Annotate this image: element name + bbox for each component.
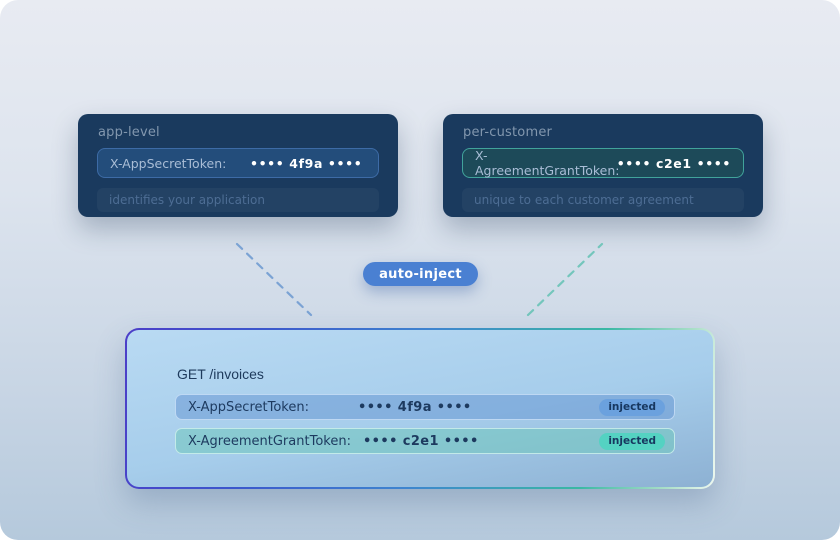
request-header-row-app-secret[interactable]: X-AppSecretToken: •••• 4f9a •••• injecte… xyxy=(175,394,675,420)
injected-badge-blue: injected xyxy=(599,398,665,416)
app-secret-token-label: X-AppSecretToken: xyxy=(110,155,227,171)
agreement-grant-token-masked-value: •••• c2e1 •••• xyxy=(616,155,731,171)
connector-left-line xyxy=(235,242,313,317)
request-app-secret-masked-value: •••• 4f9a •••• xyxy=(358,399,472,415)
request-title: GET /invoices xyxy=(177,366,264,382)
request-agreement-grant-masked-value: •••• c2e1 •••• xyxy=(362,433,479,449)
request-app-secret-label: X-AppSecretToken: xyxy=(188,399,309,415)
per-customer-caption-text: unique to each customer agreement xyxy=(474,193,694,207)
request-header-row-agreement-grant[interactable]: X-AgreementGrantToken: •••• c2e1 •••• in… xyxy=(175,428,675,454)
auto-inject-button[interactable]: auto-inject xyxy=(363,262,478,286)
app-level-caption-text: identifies your application xyxy=(109,193,265,207)
app-secret-token-field[interactable]: X-AppSecretToken: •••• 4f9a •••• xyxy=(97,148,379,178)
app-level-card: app-level X-AppSecretToken: •••• 4f9a ••… xyxy=(78,114,398,217)
connector-right-line xyxy=(526,242,604,317)
app-secret-token-masked-value: •••• 4f9a •••• xyxy=(250,155,363,171)
request-card-border: GET /invoices X-AppSecretToken: •••• 4f9… xyxy=(125,328,715,489)
agreement-grant-token-field[interactable]: X-AgreementGrantToken: •••• c2e1 •••• xyxy=(462,148,744,178)
app-level-card-title: app-level xyxy=(98,125,160,140)
app-level-caption: identifies your application xyxy=(97,188,379,212)
per-customer-card-title: per-customer xyxy=(463,125,553,140)
per-customer-card: per-customer X-AgreementGrantToken: ••••… xyxy=(443,114,763,217)
agreement-grant-token-label: X-AgreementGrantToken: xyxy=(475,148,620,178)
request-agreement-grant-label: X-AgreementGrantToken: xyxy=(188,433,351,449)
request-card: GET /invoices X-AppSecretToken: •••• 4f9… xyxy=(127,330,713,487)
injected-badge-teal: injected xyxy=(599,432,665,450)
per-customer-caption: unique to each customer agreement xyxy=(462,188,744,212)
